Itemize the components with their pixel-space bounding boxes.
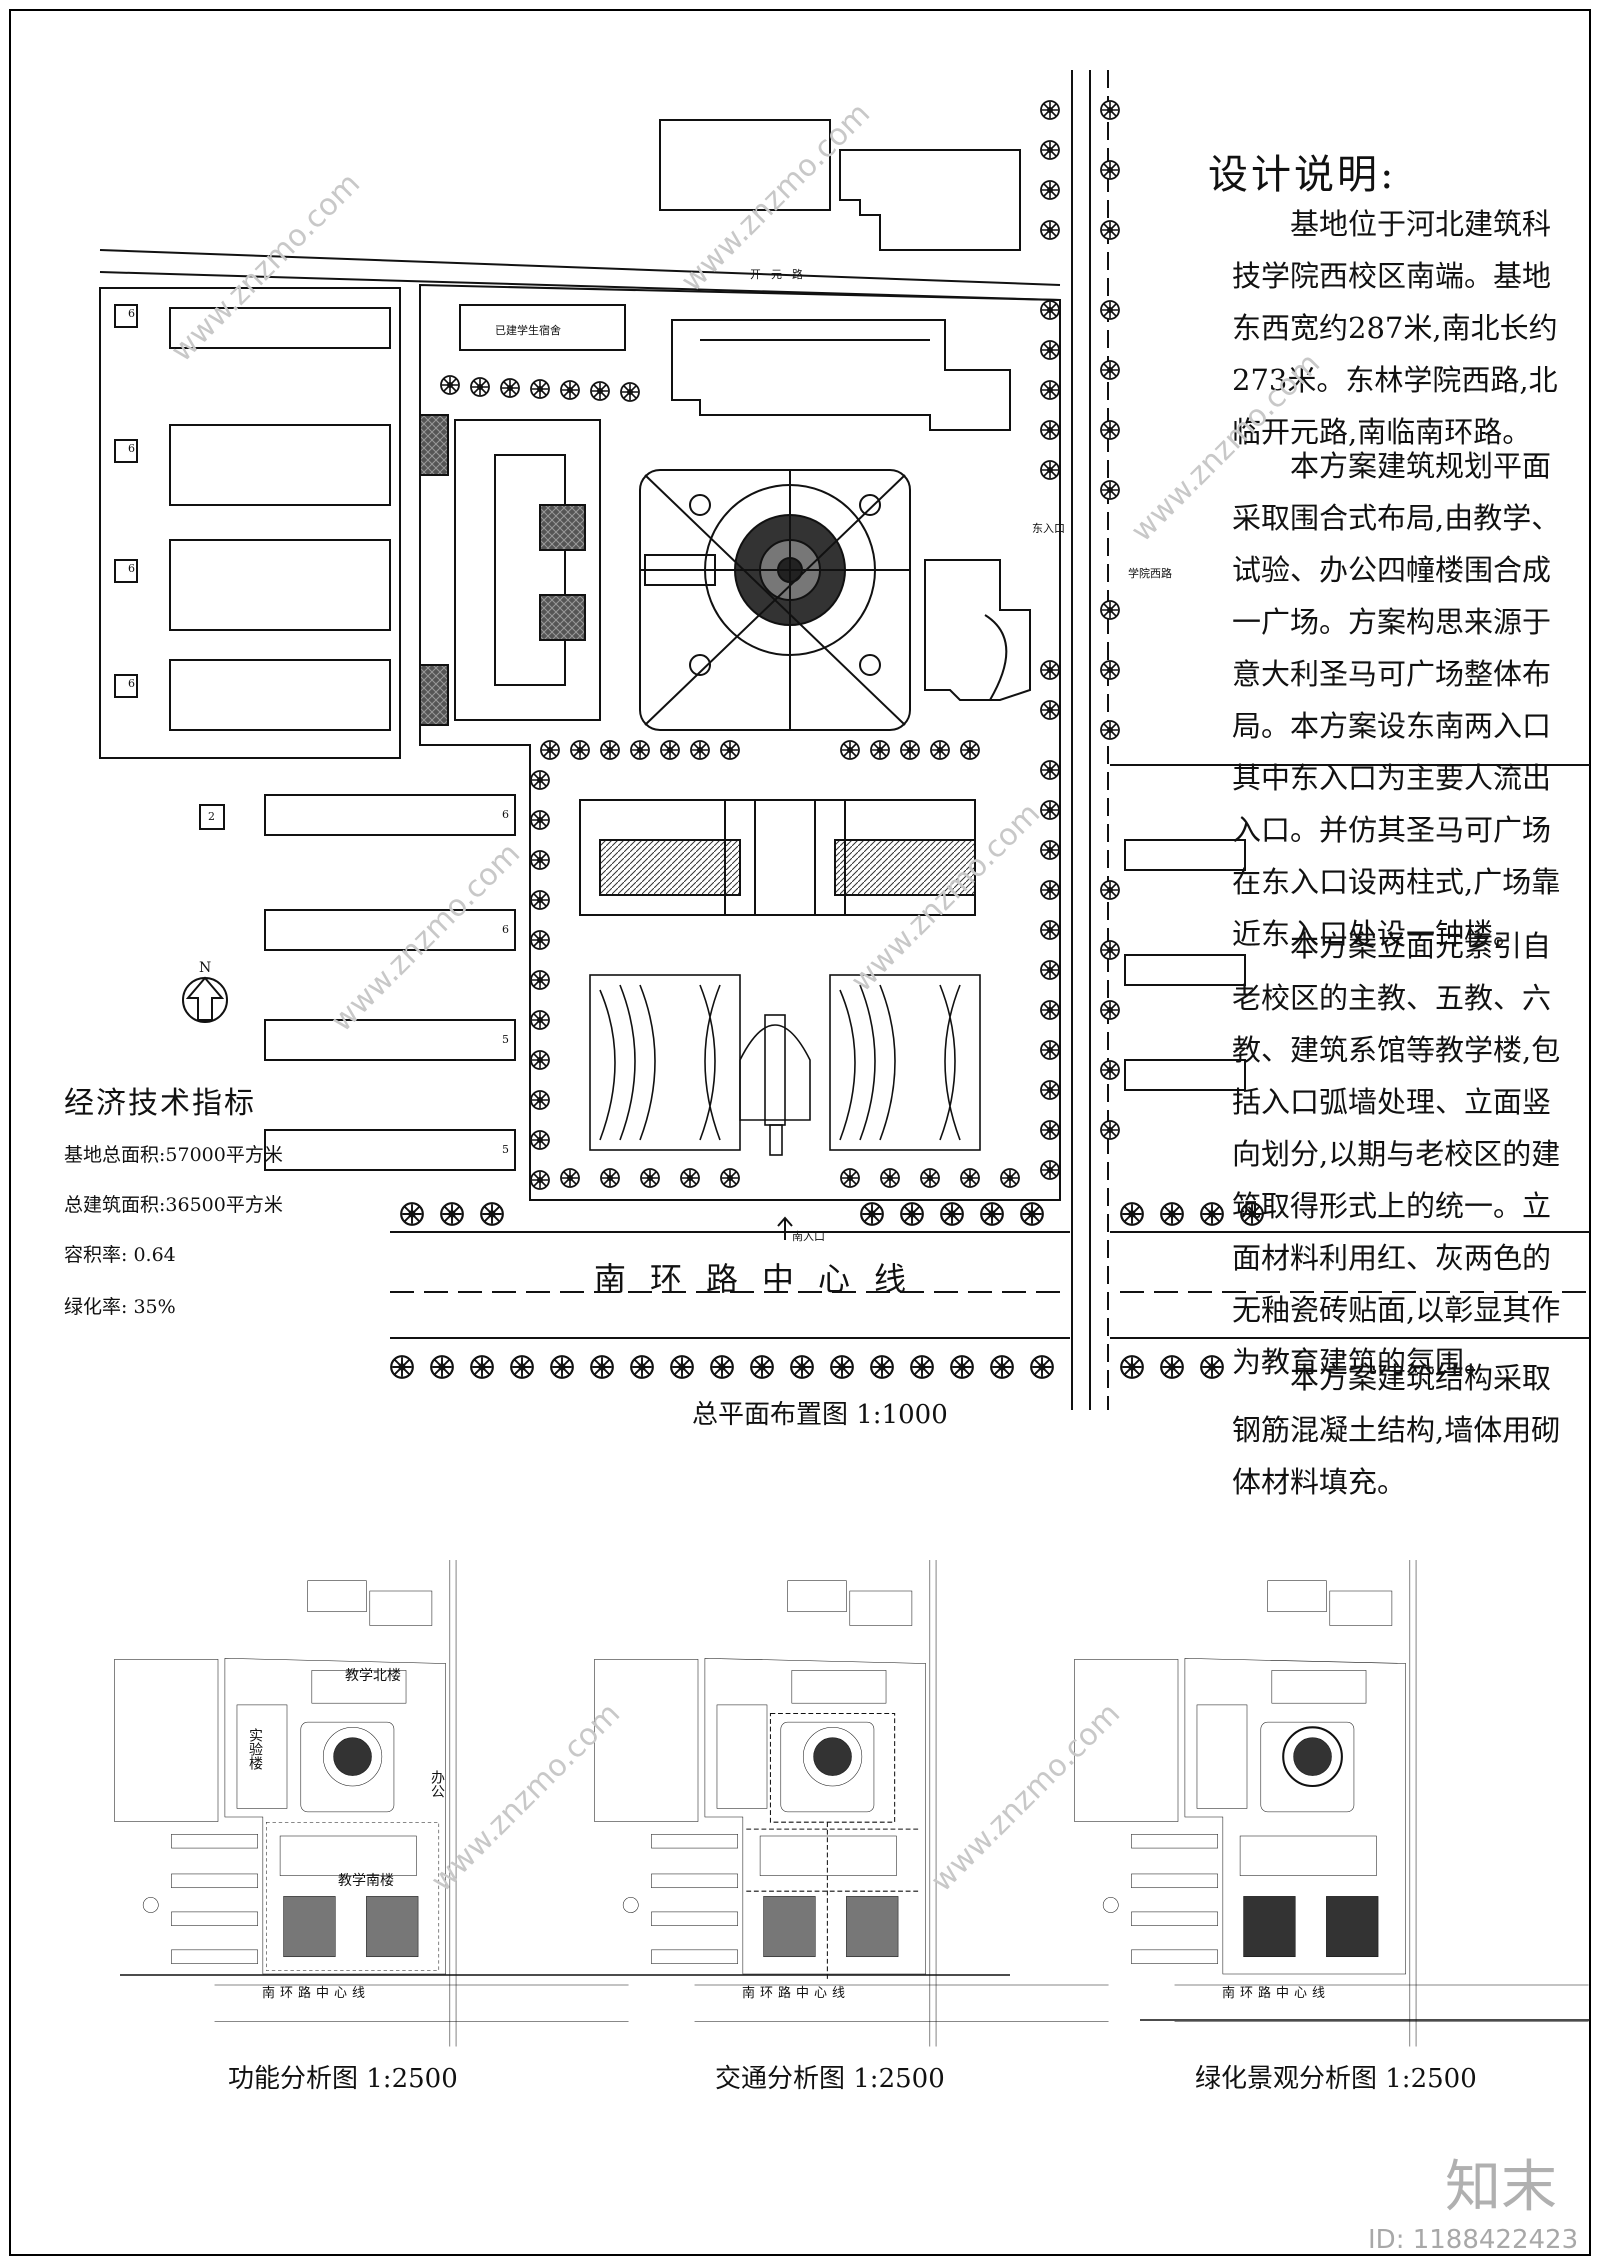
south-entry-label: 南入口 (792, 1230, 825, 1243)
north-road-label: 开元路 (750, 268, 813, 281)
east-dormitories (1124, 839, 1246, 1091)
building-number: 6 (128, 442, 135, 455)
central-plaza (639, 469, 911, 731)
design-notes-paragraph-1: 基地位于河北建筑科技学院西校区南端。基地东西宽约287米,南北长约273米。东林… (1232, 207, 1558, 449)
building-number: 6 (502, 808, 509, 821)
function-analysis-caption: 功能分析图 1:2500 (228, 2064, 458, 2094)
zone-label-office: 办公 (429, 1770, 445, 1798)
building-number: 6 (502, 923, 509, 936)
building-number: 5 (502, 1033, 509, 1046)
traffic-analysis-caption: 交通分析图 1:2500 (715, 2064, 945, 2094)
indicator-green-rate: 绿化率: 35% (64, 1296, 176, 1318)
sub-road-label-1: 南环路中心线 (262, 1986, 371, 2001)
sub-plan-3 (1074, 1560, 1589, 2047)
indicator-site-area: 基地总面积:57000平方米 (64, 1144, 283, 1166)
indicator-building-area: 总建筑面积:36500平方米 (64, 1194, 283, 1216)
north-building (459, 304, 1011, 431)
lab-building (419, 414, 601, 726)
teaching-south-building (579, 799, 976, 916)
south-road-label: 南环路中心线 (594, 1260, 931, 1298)
building-number: 6 (128, 562, 135, 575)
west-dormitories (99, 287, 516, 1171)
sub-road-label-3: 南环路中心线 (1222, 1986, 1331, 2001)
east-entry-label: 东入口 (1032, 522, 1065, 535)
master-plan-caption: 总平面布置图 1:1000 (692, 1400, 948, 1430)
roads (99, 70, 1590, 1410)
south-entry-arrow (777, 1216, 793, 1240)
design-notes-paragraph-4: 本方案建筑结构采取钢筋混凝土结构,墙体用砌体材料填充。 (1232, 1361, 1561, 1499)
building-number: 5 (502, 1143, 509, 1156)
design-notes-paragraph-3: 本方案立面元素引自老校区的主教、五教、六教、建筑系馆等教学楼,包括入口弧墙处理、… (1232, 929, 1561, 1379)
brand-logo: 知末 (1445, 2155, 1557, 2220)
north-arrow (182, 976, 228, 1023)
design-notes-title: 设计说明: (1208, 152, 1397, 198)
office-building (924, 559, 1031, 701)
design-notes-paragraph-2: 本方案建筑规划平面采取围合式布局,由教学、试验、办公四幢楼围合成一广场。方案构思… (1232, 449, 1561, 951)
economic-indicators-title: 经济技术指标 (64, 1086, 256, 1121)
sub-plan-1 (114, 1560, 629, 2047)
indicator-plot-ratio: 容积率: 0.64 (64, 1244, 176, 1266)
north-label: N (199, 960, 212, 976)
sub-plan-2 (594, 1560, 1109, 2047)
image-id: ID: 1188422423 (1368, 2225, 1579, 2255)
site-boundary (419, 283, 1061, 1201)
landscape-analysis-caption: 绿化景观分析图 1:2500 (1195, 2064, 1477, 2094)
existing-buildings-north (659, 119, 1021, 251)
zone-label-lab: 实验楼 (247, 1728, 263, 1770)
building-number: 2 (208, 810, 215, 823)
building-number: 6 (128, 307, 135, 320)
east-road-label: 学院西路 (1128, 567, 1172, 580)
building-number: 6 (128, 677, 135, 690)
sub-road-label-2: 南环路中心线 (742, 1986, 851, 2001)
zone-label-north-teaching: 教学北楼 (345, 1668, 401, 1684)
zone-label-south-teaching: 教学南楼 (338, 1873, 394, 1889)
south-gardens (589, 974, 981, 1156)
existing-building-label: 已建学生宿舍 (495, 324, 561, 337)
